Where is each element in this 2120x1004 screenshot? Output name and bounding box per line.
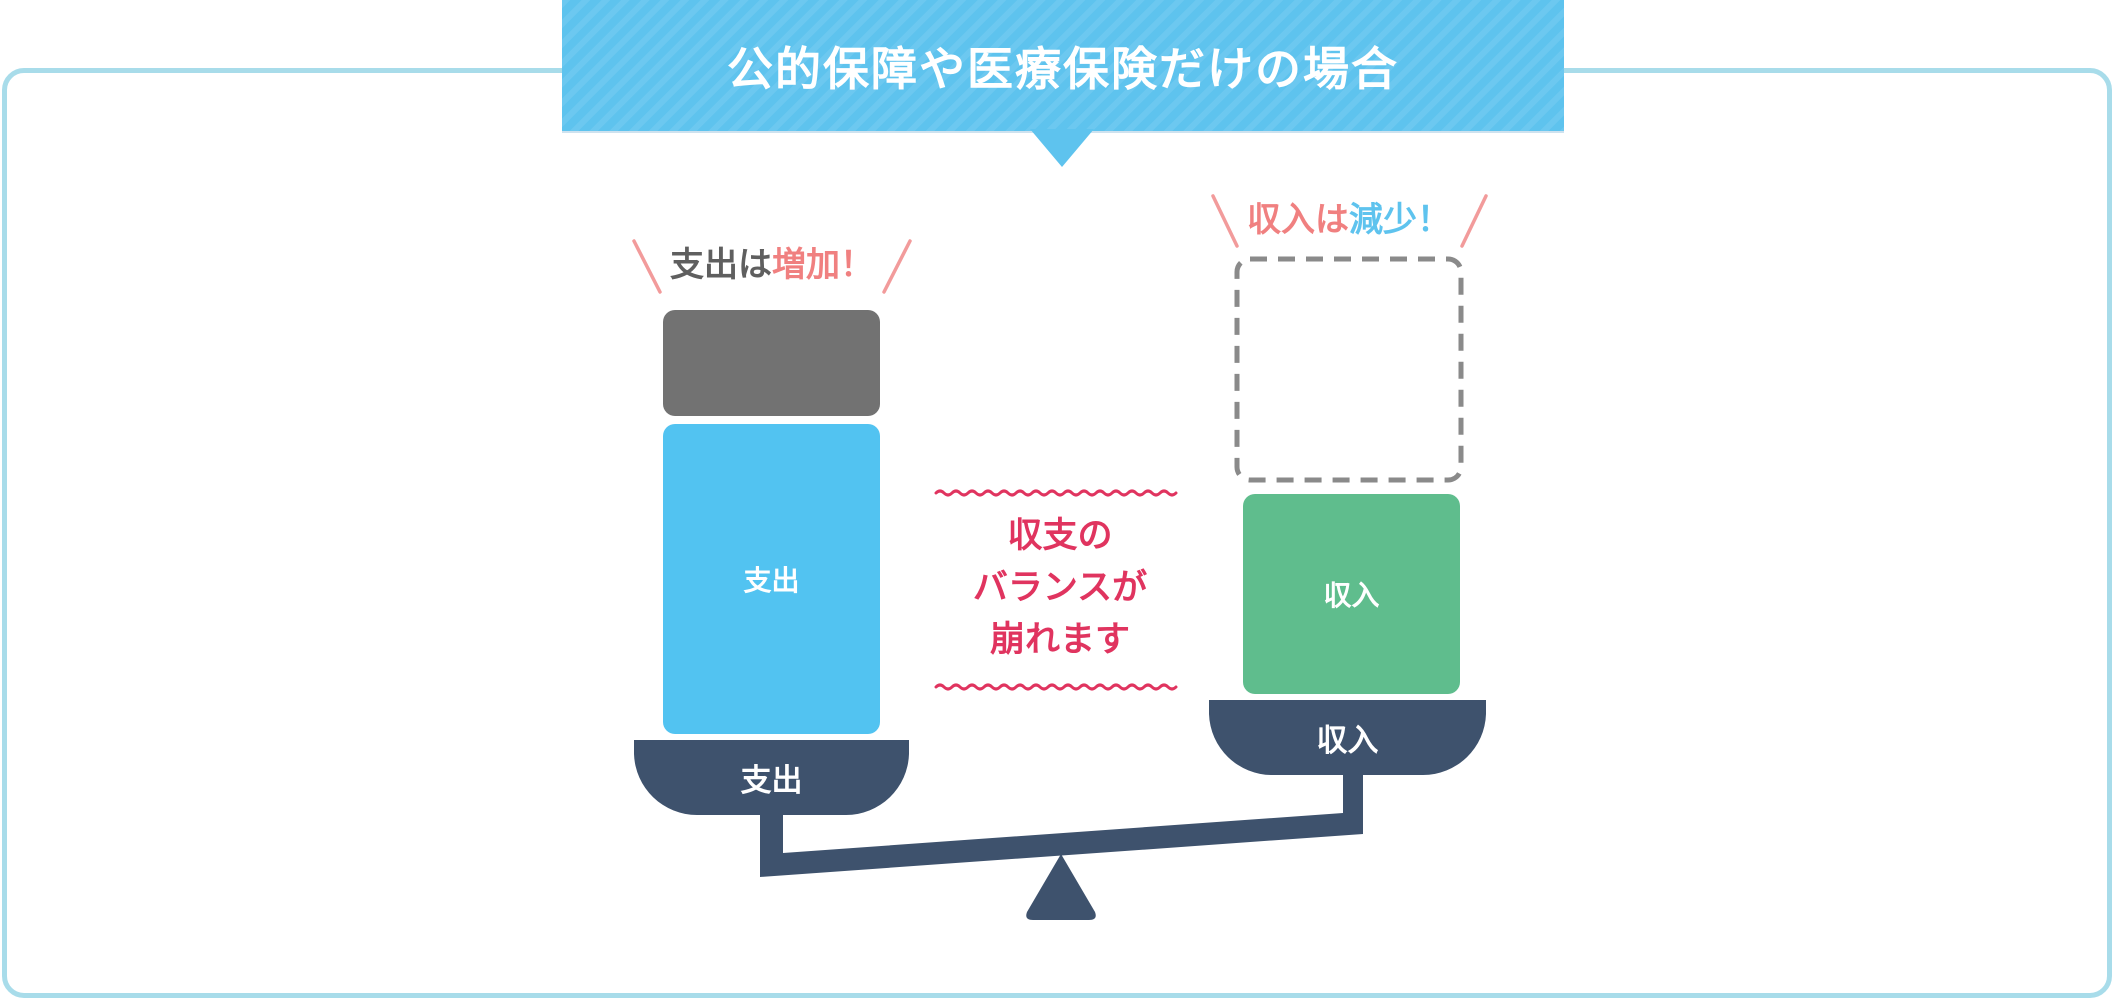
expense-pan — [634, 740, 909, 816]
message-line: バランスが — [972, 568, 1148, 608]
income-decrease-callout: 収入は減少！ — [1237, 191, 1461, 241]
message-wave-top — [934, 489, 1178, 497]
income-block-label: 収入 — [1323, 579, 1380, 612]
income-block — [1243, 494, 1460, 694]
extra-expense-block — [663, 310, 880, 416]
income-callout-sparks — [1211, 194, 1488, 248]
expense-increase-callout: 支出は増加！ — [660, 236, 884, 286]
income-pan-label: 収入 — [1316, 722, 1379, 759]
lost-income-placeholder — [1234, 256, 1464, 483]
income-callout-part-1: 収入は — [1247, 199, 1349, 240]
message-line: 崩れます — [989, 620, 1130, 660]
income-callout-part-2: 減少！ — [1349, 199, 1451, 240]
expense-callout-part-1: 支出は — [670, 244, 772, 285]
scale-fulcrum — [1026, 854, 1096, 920]
expense-block-label: 支出 — [743, 564, 800, 597]
title-banner-pointer — [1030, 129, 1094, 167]
diagram-title: 公的保障や医療保険だけの場合 — [727, 41, 1399, 96]
expense-callout-part-2: 増加！ — [772, 244, 874, 285]
balance-message: 収支の バランスが 崩れます — [930, 508, 1190, 668]
expense-pan-label: 支出 — [740, 762, 803, 799]
title-banner — [562, 0, 1564, 131]
income-pan — [1209, 700, 1486, 775]
message-line: 収支の — [1007, 516, 1113, 556]
expense-block — [663, 424, 880, 734]
scale-beam — [760, 770, 1363, 877]
expense-callout-sparks — [632, 239, 912, 294]
message-wave-bottom — [934, 683, 1178, 691]
